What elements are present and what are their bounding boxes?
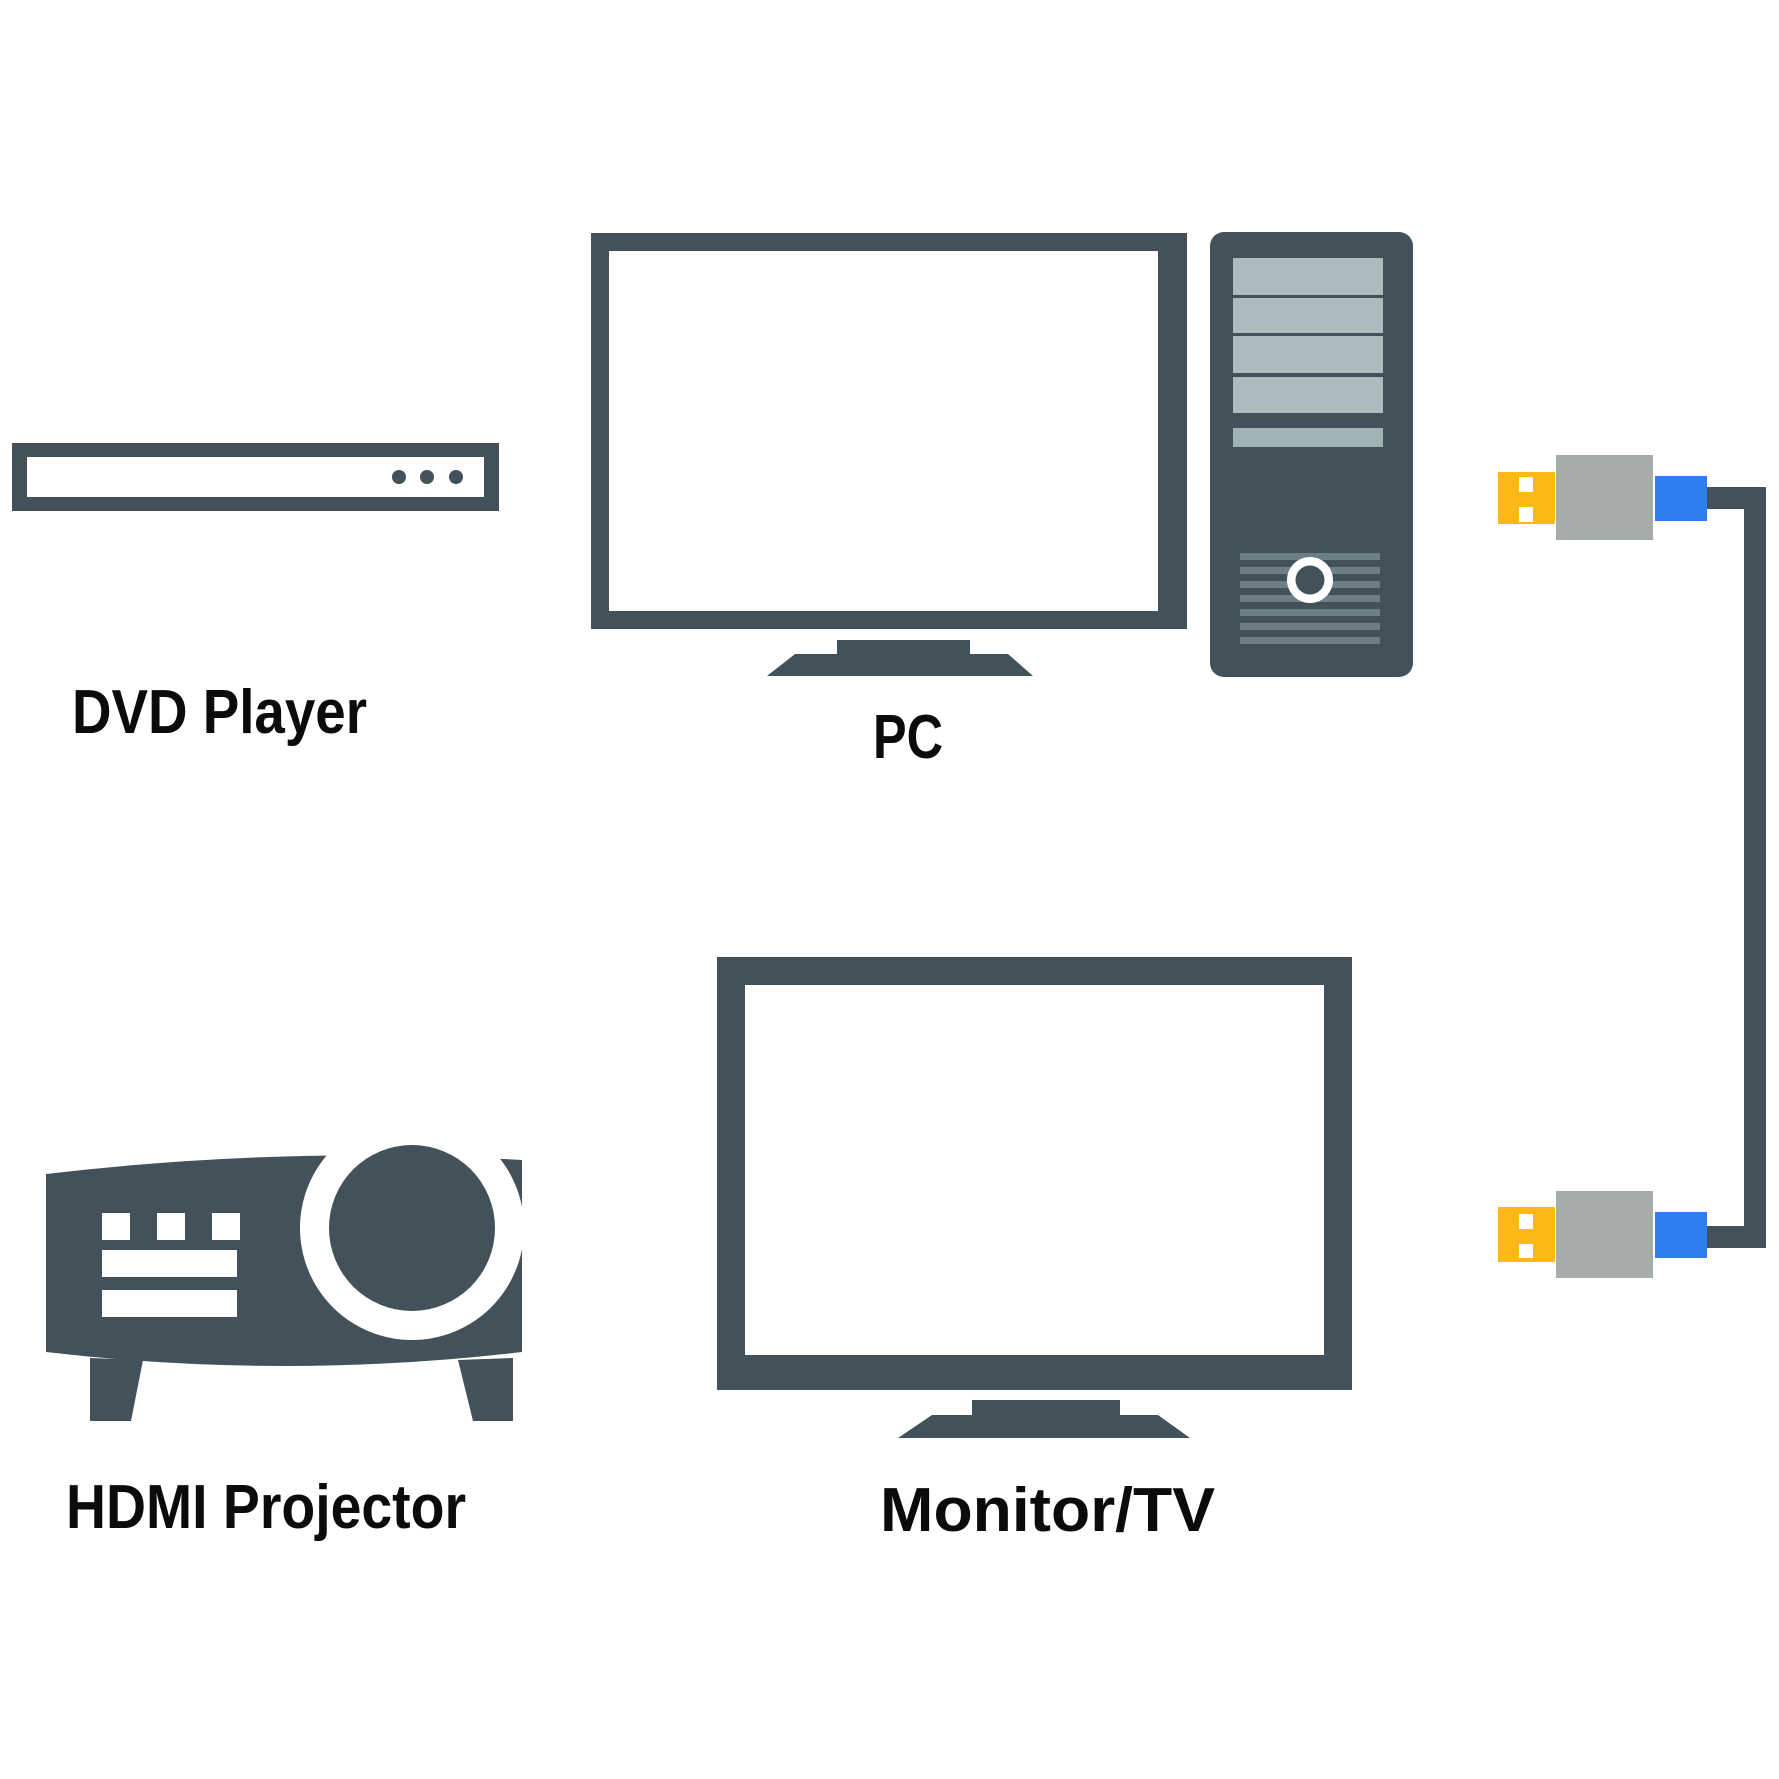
pc-tower-vent-line: [1240, 553, 1380, 560]
pc-monitor-screen: [609, 251, 1158, 611]
usb-cable-icon: [1498, 455, 1766, 1278]
dvd-button-dot: [449, 470, 463, 484]
pc-tower-vent-line: [1240, 637, 1380, 644]
dvd-player-label: DVD Player: [72, 678, 367, 747]
usb-connector-body: [1556, 455, 1653, 540]
usb-connector-boot: [1655, 476, 1707, 521]
projector-icon: [46, 1116, 524, 1421]
pc-tower-vent-line: [1240, 623, 1380, 630]
usb-connector-body: [1556, 1191, 1653, 1278]
pc-tower-vent-line: [1240, 609, 1380, 616]
dvd-button-dot: [420, 470, 434, 484]
usb-plug-contact: [1519, 507, 1533, 522]
projector-vent-square: [157, 1213, 185, 1240]
dvd-player-icon: [12, 443, 499, 511]
usb-connector-boot: [1655, 1212, 1707, 1258]
pc-monitor-stand-neck: [837, 640, 970, 654]
tv-stand-base: [898, 1415, 1190, 1438]
monitor-tv-icon: [717, 957, 1352, 1438]
hdmi-projector-label: HDMI Projector: [66, 1473, 466, 1542]
dvd-button-dot: [392, 470, 406, 484]
usb-cable-line: [1707, 487, 1766, 1248]
usb-connector-bottom-icon: [1498, 1191, 1707, 1278]
pc-monitor-stand-base: [767, 654, 1033, 676]
usb-plug-contact: [1519, 477, 1533, 492]
pc-power-button: [1295, 565, 1325, 595]
pc-tower-drive-bay: [1233, 377, 1383, 413]
projector-vent-bar: [102, 1250, 237, 1277]
desktop-computer-icon: [591, 232, 1413, 677]
projector-lens: [329, 1145, 495, 1311]
pc-label: PC: [873, 703, 943, 772]
tv-screen: [745, 985, 1324, 1355]
pc-tower-drive-bay: [1233, 258, 1383, 295]
dvd-face: [27, 457, 484, 497]
usb-plug-contact: [1519, 1214, 1533, 1229]
pc-tower-drive-bay-small: [1233, 428, 1383, 447]
monitor-tv-label: Monitor/TV: [880, 1476, 1215, 1545]
projector-foot-left: [90, 1358, 143, 1421]
pc-tower-drive-bay: [1233, 336, 1383, 373]
projector-foot-right: [458, 1358, 513, 1421]
projector-vent-square: [212, 1213, 240, 1240]
projector-vent-square: [102, 1213, 130, 1240]
usb-connector-top-icon: [1498, 455, 1707, 540]
projector-vent-bar: [102, 1290, 237, 1317]
pc-tower-drive-bay: [1233, 298, 1383, 333]
tv-stand-neck: [972, 1400, 1120, 1415]
usb-plug-contact: [1519, 1244, 1533, 1258]
